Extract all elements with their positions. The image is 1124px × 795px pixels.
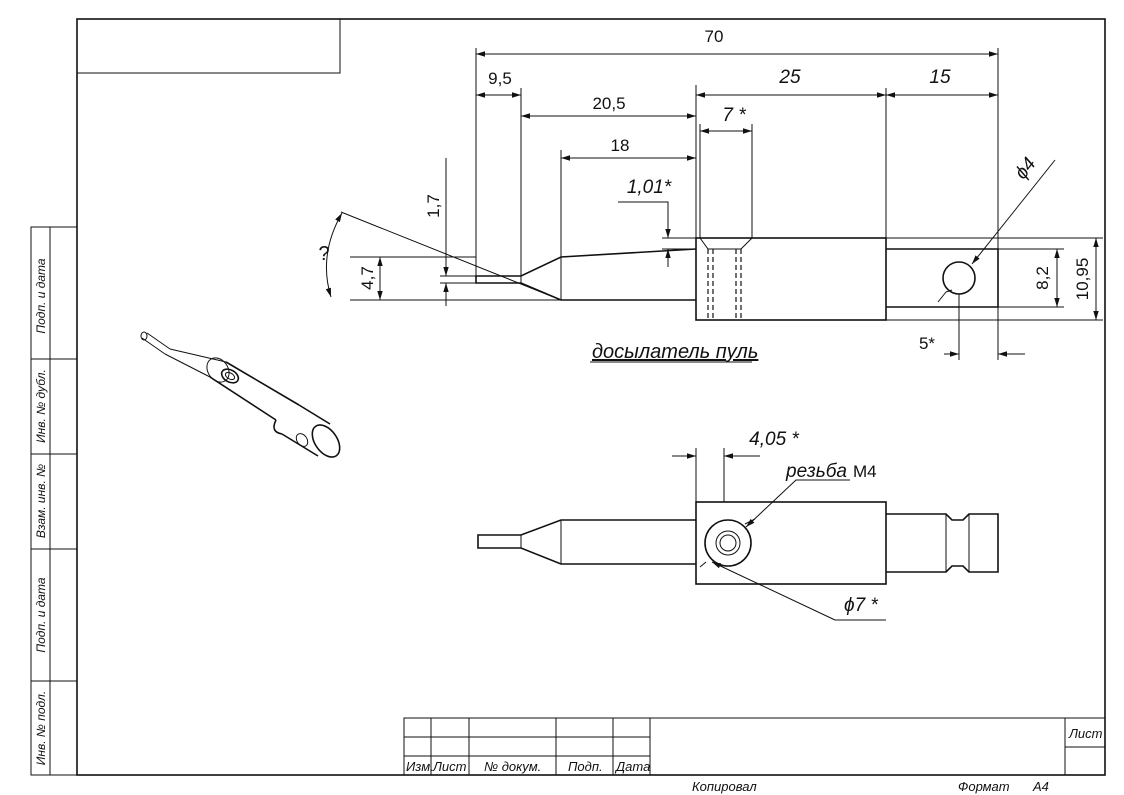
title-block-list: Лист <box>432 759 467 774</box>
dim-1-7: 1,7 <box>424 194 443 218</box>
title-block-format-value: А4 <box>1032 779 1049 794</box>
dim-25: 25 <box>778 67 801 88</box>
title-block-sign: Подп. <box>568 759 603 774</box>
dim-7: 7 * <box>722 105 746 126</box>
dim-angle-unknown: ? <box>318 243 329 265</box>
top-view-dimension-text: 4,05 * резьба M4 ϕ7 * <box>749 429 878 616</box>
dim-5: 5* <box>919 334 935 353</box>
title-block-date: Дата <box>614 759 650 774</box>
side-stamp: Подп. и дата Инв. № дубл. Взам. инв. № П… <box>30 226 78 776</box>
side-label-inv-dubl: Инв. № дубл. <box>34 369 48 443</box>
part-name-label: досылатель пуль <box>592 341 758 363</box>
title-block-izm: Изм. <box>406 759 434 774</box>
title-block: Изм. Лист № докум. Подп. Дата Лист Копир… <box>403 717 1106 794</box>
dim-phi4: ϕ4 <box>1011 154 1041 184</box>
isometric-sketch <box>140 331 341 458</box>
top-view-dimensions <box>672 448 886 621</box>
top-view <box>477 501 999 585</box>
dim-15: 15 <box>929 67 951 88</box>
title-block-sheet: Лист <box>1068 726 1103 741</box>
side-label-inv-podl: Инв. № подл. <box>34 691 48 765</box>
front-view-dimension-text: 70 9,5 20,5 18 25 15 7 * 1,01* 1,7 4,7 8… <box>318 27 1092 353</box>
thread-prefix-label: резьба <box>785 461 847 482</box>
title-block-copied: Копировал <box>692 779 757 794</box>
dim-20-5: 20,5 <box>592 94 625 113</box>
dim-8-2: 8,2 <box>1033 266 1052 290</box>
dim-18: 18 <box>611 136 630 155</box>
dim-10-95: 10,95 <box>1073 258 1092 301</box>
title-block-format-label: Формат <box>958 779 1010 794</box>
dim-9-5: 9,5 <box>488 69 512 88</box>
side-label-vzam-inv: Взам. инв. № <box>34 464 48 538</box>
dim-1-01: 1,01* <box>627 177 672 198</box>
front-view <box>475 237 999 321</box>
dim-4-7: 4,7 <box>358 266 377 290</box>
dim-70: 70 <box>705 27 724 46</box>
side-label-podp-i-data-2: Подп. и дата <box>34 577 48 652</box>
sheet-frame <box>76 18 1106 776</box>
thread-size-label: M4 <box>853 462 877 481</box>
dim-phi7: ϕ7 * <box>844 595 878 616</box>
dim-4-05: 4,05 * <box>749 429 799 450</box>
side-label-podp-i-data-1: Подп. и дата <box>34 258 48 333</box>
front-view-dimensions <box>325 48 1103 360</box>
title-block-doc-no: № докум. <box>484 759 541 774</box>
